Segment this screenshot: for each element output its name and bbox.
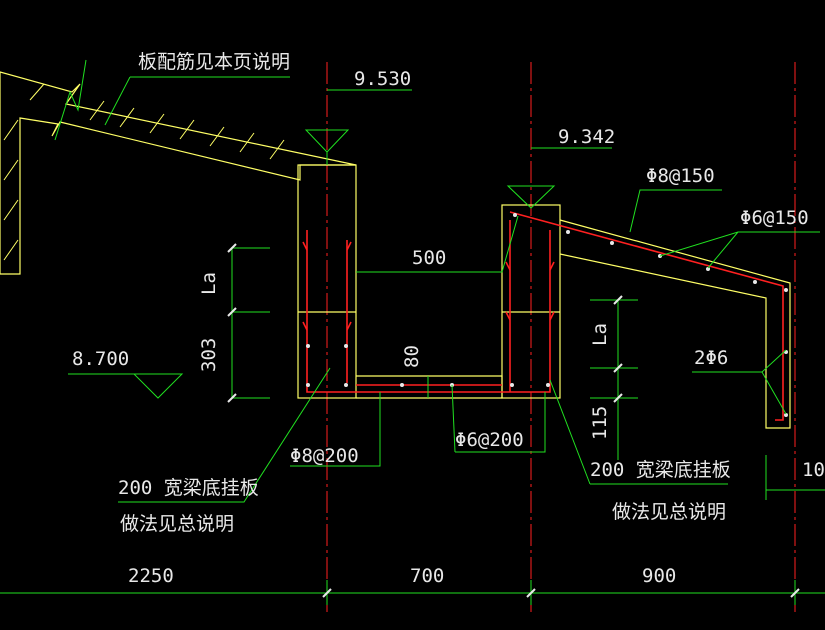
hanger-note-right-2: 做法见总说明 bbox=[612, 501, 726, 523]
elevation-8700: 8.700 bbox=[72, 348, 129, 370]
rebar-phi8-200: Φ8@200 bbox=[290, 445, 359, 467]
elevation-9530: 9.530 bbox=[354, 68, 411, 90]
dim-700: 700 bbox=[410, 565, 444, 587]
dim-2250: 2250 bbox=[128, 565, 174, 587]
dim-la-right: La bbox=[589, 323, 611, 346]
dim-500: 500 bbox=[412, 247, 446, 269]
axis-lines bbox=[326, 62, 796, 612]
rebar-lines bbox=[302, 211, 784, 421]
dim-80: 80 bbox=[401, 345, 423, 368]
slab-rebar-note: 板配筋见本页说明 bbox=[138, 51, 290, 73]
hanger-note-right-1: 200 宽梁底挂板 bbox=[590, 459, 731, 481]
rebar-2phi6: 2Φ6 bbox=[694, 347, 728, 369]
elevation-markers bbox=[68, 89, 612, 399]
dimension-lines bbox=[0, 215, 825, 605]
left-roof-slab bbox=[0, 59, 357, 275]
hanger-note-left-2: 做法见总说明 bbox=[120, 513, 234, 535]
gutter-section bbox=[297, 164, 791, 429]
rebar-phi6-150: Φ6@150 bbox=[740, 207, 809, 229]
rebar-phi6-200: Φ6@200 bbox=[455, 429, 524, 451]
elevation-9342: 9.342 bbox=[558, 126, 615, 148]
slab-note: 板配筋见本页说明 bbox=[104, 51, 290, 126]
rebar-leaders bbox=[118, 189, 820, 503]
rebar-dots bbox=[306, 213, 788, 417]
dim-la-left: La bbox=[198, 272, 220, 295]
rebar-phi8-150: Φ8@150 bbox=[646, 165, 715, 187]
hanger-note-left-1: 200 宽梁底挂板 bbox=[118, 477, 259, 499]
dim-100: 10 bbox=[802, 459, 825, 481]
dim-115: 115 bbox=[589, 406, 611, 440]
dim-303: 303 bbox=[198, 338, 220, 372]
dim-ticks bbox=[227, 243, 800, 598]
dim-900: 900 bbox=[642, 565, 676, 587]
